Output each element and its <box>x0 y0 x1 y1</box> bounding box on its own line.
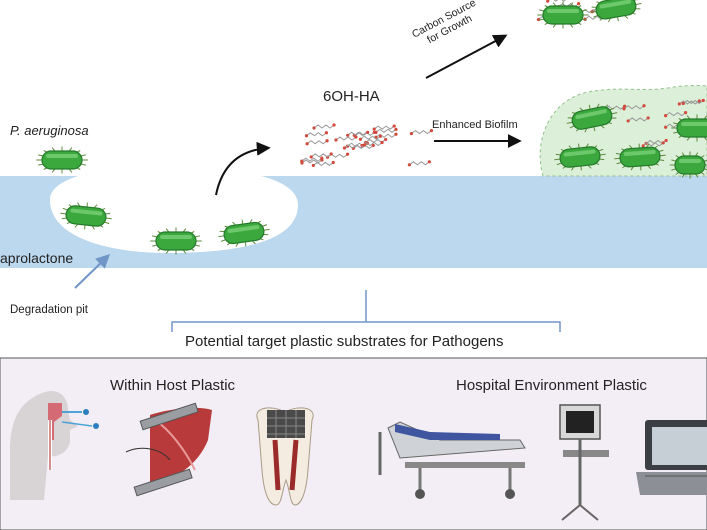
bacteria-group <box>36 0 707 255</box>
tooth-implant-icon <box>256 407 314 506</box>
blood-vessel-stent-icon <box>125 402 212 497</box>
bracket <box>171 321 561 332</box>
carbon-source-arrow <box>425 34 508 79</box>
bacterium <box>554 143 606 171</box>
hospital-environment-heading: Hospital Environment Plastic <box>456 377 647 394</box>
bacterium <box>36 146 88 174</box>
bacterium <box>218 219 270 247</box>
substrate-label: aprolactone <box>0 250 74 266</box>
bacterium <box>150 227 202 255</box>
monitor-cart-icon <box>559 404 609 521</box>
bacterium <box>566 103 618 133</box>
laptop-icon <box>636 420 707 495</box>
bracket-caption: Potential target plastic substrates for … <box>185 333 504 350</box>
degradation-pit-arrow <box>74 254 111 289</box>
plastic-examples-panel <box>0 357 707 530</box>
bacterium <box>669 151 707 179</box>
bacterium <box>60 202 112 230</box>
organism-label: P. aeruginosa <box>10 123 89 138</box>
bacterium <box>614 143 666 171</box>
curved-arrow <box>215 141 271 196</box>
degradation-pit-label: Degradation pit <box>10 304 88 316</box>
enhanced-biofilm-label: Enhanced Biofilm <box>432 119 518 131</box>
hospital-bed-icon <box>378 421 526 499</box>
molecule-cluster <box>300 123 434 168</box>
head-intubation-icon <box>10 390 99 500</box>
bacterium <box>671 114 707 142</box>
metabolite-label: 6OH-HA <box>323 88 380 105</box>
bacterium <box>590 0 642 23</box>
within-host-heading: Within Host Plastic <box>110 377 236 394</box>
bacterium <box>537 1 589 29</box>
